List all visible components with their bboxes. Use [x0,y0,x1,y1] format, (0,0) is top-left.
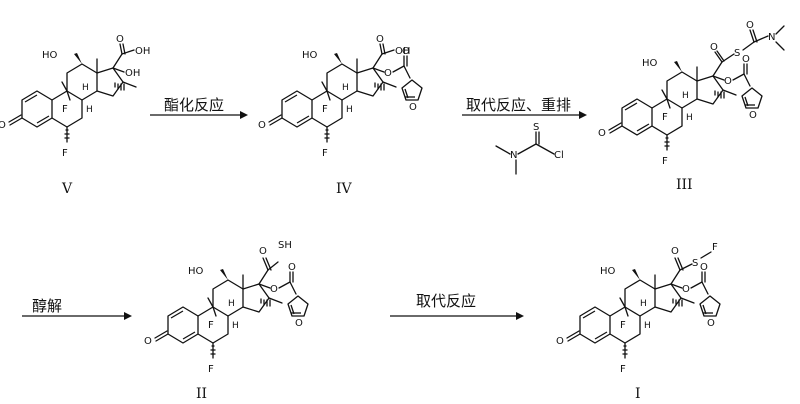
svg-text:F: F [662,112,668,123]
svg-text:O: O [671,246,679,257]
svg-text:O: O [749,110,757,121]
compound-II: O HO F H H F O SH O O O [144,240,309,375]
svg-text:H: H [232,321,239,331]
condition-alcoholysis: 醇解 [32,297,62,315]
condition-esterification: 酯化反应 [164,96,224,114]
svg-text:O: O [376,34,384,45]
svg-text:O: O [295,318,303,329]
svg-text:O: O [556,336,564,347]
reagent-dimethylthiocarbamoyl-chloride: S Cl N [495,122,564,175]
svg-text:O: O [288,262,296,273]
svg-text:F: F [662,156,668,167]
svg-text:S: S [533,122,539,133]
svg-text:O: O [682,284,690,295]
svg-text:F: F [208,320,214,331]
label-compound-IV: IV [336,181,353,197]
svg-text:H: H [644,321,651,331]
svg-text:H: H [640,299,647,309]
svg-text:O: O [402,46,410,57]
svg-text:HO: HO [642,58,658,69]
svg-text:O: O [710,42,718,53]
svg-text:F: F [712,242,718,253]
svg-text:O: O [116,34,124,45]
svg-text:H: H [82,83,89,93]
svg-text:N: N [768,32,775,43]
svg-text:OH: OH [135,46,150,57]
svg-text:O: O [724,76,732,87]
svg-text:O: O [144,336,152,347]
svg-text:SH: SH [278,240,292,251]
svg-text:H: H [228,299,235,309]
svg-text:O: O [598,128,606,139]
svg-text:F: F [322,104,328,115]
compound-V: O HO F H H F O OH OH [0,34,150,159]
svg-text:O: O [258,120,266,131]
svg-text:O: O [746,20,754,31]
svg-text:O: O [270,284,278,295]
svg-text:F: F [322,148,328,159]
label-compound-I: I [635,386,641,402]
svg-text:O: O [0,120,6,131]
svg-text:O: O [409,102,417,113]
svg-text:F: F [620,320,626,331]
label-compound-II: II [196,386,207,402]
label-compound-V: V [61,181,73,197]
svg-text:F: F [208,364,214,375]
svg-text:F: F [620,364,626,375]
svg-text:H: H [346,105,353,115]
svg-text:OH: OH [395,46,410,57]
label-compound-III: III [676,177,693,193]
svg-text:S: S [692,258,698,269]
svg-text:OH: OH [125,68,140,79]
svg-text:O: O [707,318,715,329]
condition-substitution-rearrangement: 取代反应、重排 [466,96,571,114]
compound-III: O HO F H H F O S O N O O O [598,20,785,167]
svg-text:O: O [700,262,708,273]
svg-text:HO: HO [42,50,58,61]
svg-text:HO: HO [600,266,616,277]
svg-text:Cl: Cl [554,150,564,161]
svg-text:HO: HO [188,266,204,277]
compound-IV: O HO F H H F O OH O O O [258,34,423,159]
svg-text:F: F [62,148,68,159]
svg-text:F: F [62,104,68,115]
svg-text:HO: HO [302,50,318,61]
svg-text:N: N [510,150,517,161]
condition-substitution: 取代反应 [416,292,476,310]
svg-text:H: H [342,83,349,93]
svg-text:O: O [259,246,267,257]
svg-text:O: O [742,54,750,65]
svg-text:O: O [384,68,392,79]
svg-text:H: H [86,105,93,115]
svg-text:H: H [682,91,689,101]
svg-text:S: S [734,48,740,59]
svg-text:H: H [686,113,693,123]
compound-I: O HO F H H F O S F O O O [556,242,721,375]
